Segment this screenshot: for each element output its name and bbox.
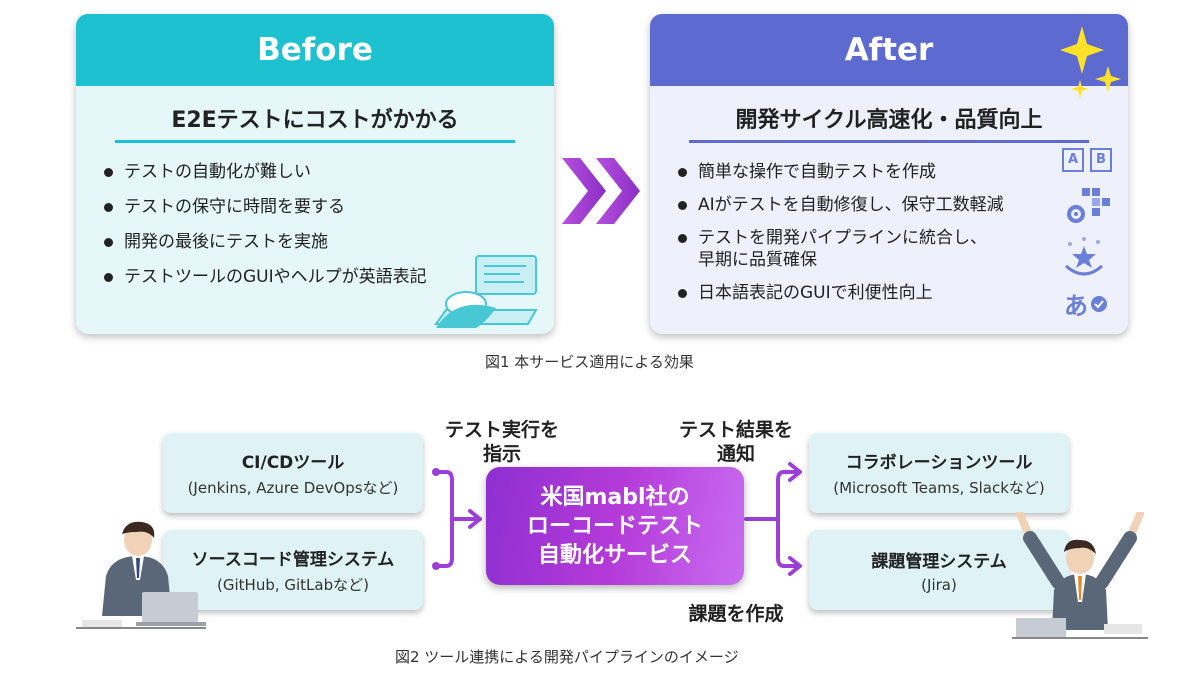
collab-tool-box: コラボレーションツール (Microsoft Teams, Slackなど) (809, 433, 1069, 513)
before-card: Before E2Eテストにコストがかかる テストの自動化が難しい テストの保守… (76, 14, 554, 334)
after-card: After 開発サイクル高速化・品質向上 簡単な操作で自動テストを作成 AIがテ… (650, 14, 1128, 334)
figure2-caption: 図2 ツール連携による開発パイプラインのイメージ (395, 648, 739, 666)
gear-blocks-icon (1067, 188, 1110, 223)
before-item: 開発の最後にテストを実施 (104, 231, 554, 253)
after-item: AIがテストを自動修復し、保守工数軽減 (678, 194, 1128, 216)
after-subtitle: 開発サイクル高速化・品質向上 (689, 102, 1089, 143)
scm-tool-title: ソースコード管理システム (191, 550, 395, 570)
check-icon (1091, 295, 1107, 312)
developer-at-laptop-icon (76, 521, 206, 629)
after-item: テストを開発パイプラインに統合し、 早期に品質確保 (678, 227, 1128, 271)
before-item: テストツールのGUIやヘルプが英語表記 (104, 266, 554, 288)
after-list: 簡単な操作で自動テストを作成 AIがテストを自動修復し、保守工数軽減 テストを開… (650, 161, 1128, 304)
mabl-service-box: 米国mabl社の ローコードテスト 自動化サービス (486, 467, 744, 585)
before-item: テストの保守に時間を要する (104, 196, 554, 218)
after-title: After (650, 14, 1128, 86)
scm-tool-examples: (GitHub, GitLabなど) (217, 576, 369, 594)
before-list: テストの自動化が難しい テストの保守に時間を要する 開発の最後にテストを実施 テ… (76, 161, 554, 288)
cheering-person-icon (1012, 512, 1148, 639)
chevron-right-icon (562, 158, 640, 224)
issue-tool-examples: (Jira) (921, 575, 957, 594)
sparkle-icon (1060, 26, 1121, 98)
collab-tool-examples: (Microsoft Teams, Slackなど) (833, 479, 1045, 497)
ci-cd-tool-examples: (Jenkins, Azure DevOpsなど) (187, 479, 399, 497)
collab-tool-title: コラボレーションツール (845, 453, 1033, 473)
before-item: テストの自動化が難しい (104, 161, 554, 183)
star-quality-icon (1065, 237, 1103, 276)
before-title: Before (76, 14, 554, 86)
after-item-line2: 早期に品質確保 (698, 250, 817, 270)
ci-cd-tool-box: CI/CDツール (Jenkins, Azure DevOpsなど) (163, 433, 423, 513)
ab-test-icon: A B (1062, 148, 1112, 172)
ci-cd-tool-title: CI/CDツール (241, 453, 345, 473)
run-test-label: テスト実行を 指示 (444, 419, 559, 465)
after-item-line1: テストを開発パイプラインに統合し、 (698, 228, 987, 248)
tired-worker-icon (434, 255, 538, 328)
issue-tool-box: 課題管理システム (Jira) (809, 530, 1069, 610)
scm-tool-box: ソースコード管理システム (GitHub, GitLabなど) (163, 530, 423, 610)
before-subtitle: E2Eテストにコストがかかる (115, 102, 515, 143)
after-item: 簡単な操作で自動テストを作成 (678, 161, 1128, 183)
after-item: 日本語表記のGUIで利便性向上 (678, 282, 1128, 304)
notify-result-label: テスト結果を 通知 (678, 419, 793, 465)
figure1-caption: 図1 本サービス適用による効果 (485, 353, 694, 371)
japanese-language-icon: あ (1064, 286, 1108, 321)
create-issue-label: 課題を作成 (688, 603, 784, 625)
issue-tool-title: 課題管理システム (871, 551, 1007, 572)
